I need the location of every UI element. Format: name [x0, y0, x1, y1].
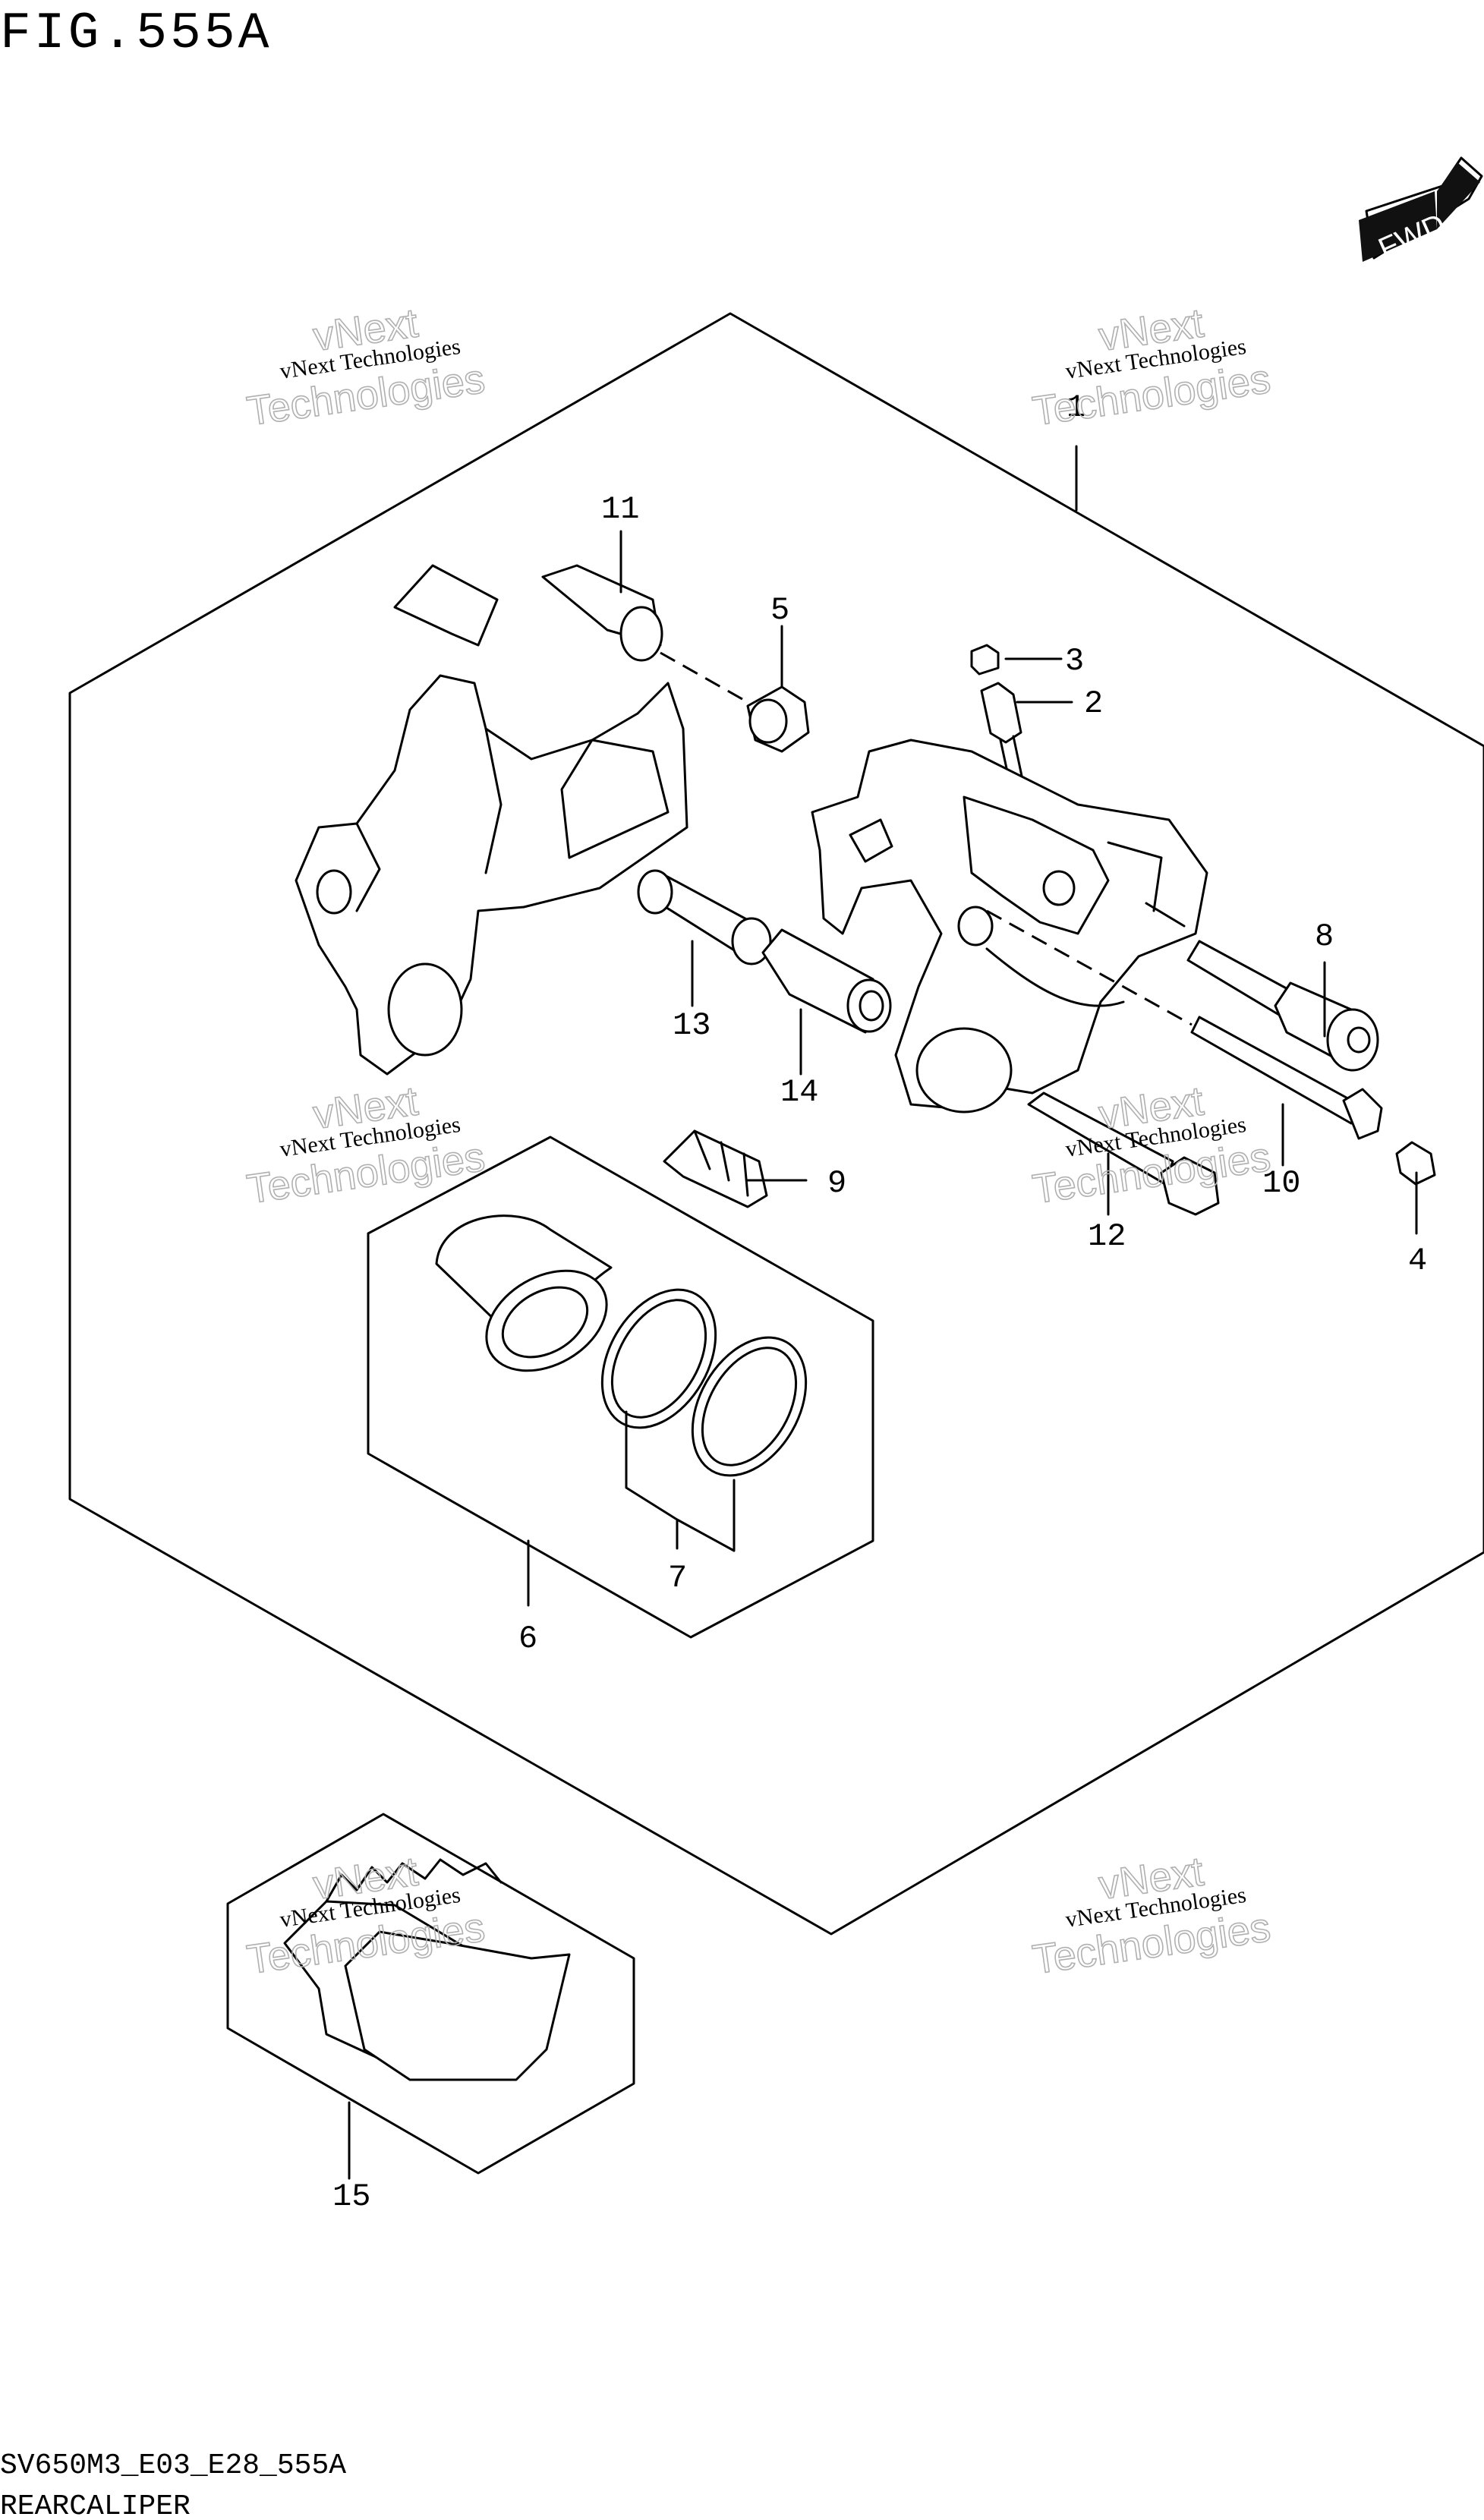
caliper-pin [1186, 940, 1379, 1072]
brake-pad-set-outline [226, 1813, 635, 2175]
callout-10: 10 [1262, 1165, 1300, 1202]
brake-pads [283, 1858, 571, 2081]
caliper-bracket [295, 564, 748, 1076]
watermark-top-left: vNext Technologies vNext Technologies [244, 300, 488, 435]
callout-15: 15 [332, 2178, 370, 2215]
callout-13: 13 [673, 1007, 710, 1044]
callout-6: 6 [518, 1621, 537, 1657]
callout-3: 3 [1065, 643, 1084, 679]
watermark-bottom-right: vNext Technologies vNext Technologies [1029, 1848, 1274, 1983]
watermark-top-right: vNext Technologies vNext Technologies [1029, 300, 1274, 435]
dust-seal [691, 1336, 808, 1477]
piston-kit-outline [367, 1136, 874, 1639]
callout-5: 5 [770, 592, 789, 628]
piston [435, 1214, 613, 1372]
rubber-boot [746, 685, 810, 753]
pad-spring [663, 1129, 768, 1208]
mounting-pin [986, 909, 1383, 1140]
diagram-code: SV650M3_E03_E28_555A [0, 2449, 346, 2482]
callout-4: 4 [1408, 1243, 1427, 1279]
callout-8: 8 [1315, 918, 1334, 955]
callout-14: 14 [780, 1074, 818, 1110]
callout-9: 9 [827, 1165, 846, 1202]
bleeder-cap [970, 644, 1000, 676]
caliper-body [811, 739, 1208, 1114]
figure-label: FIG.555A [0, 5, 272, 63]
callout-2: 2 [1084, 685, 1103, 722]
piston-seal [600, 1288, 717, 1429]
callout-7: 7 [668, 1560, 687, 1596]
slide-pin [637, 869, 772, 965]
callout-12: 12 [1088, 1218, 1126, 1255]
fwd-badge: FWD [1359, 156, 1483, 266]
watermark-mid-right: vNext Technologies vNext Technologies [1029, 1078, 1274, 1213]
callout-11: 11 [601, 491, 639, 528]
bracket-bolt [1027, 1091, 1220, 1216]
diagram-title: REARCALIPER [0, 2490, 191, 2520]
callout-1: 1 [1067, 389, 1085, 426]
leader-lines [348, 445, 1418, 2180]
caliper-assembly-outline [68, 312, 1484, 1936]
pin-boot [761, 928, 892, 1034]
forward-arrow-icon [1359, 156, 1483, 262]
pin-plug [1395, 1141, 1436, 1186]
